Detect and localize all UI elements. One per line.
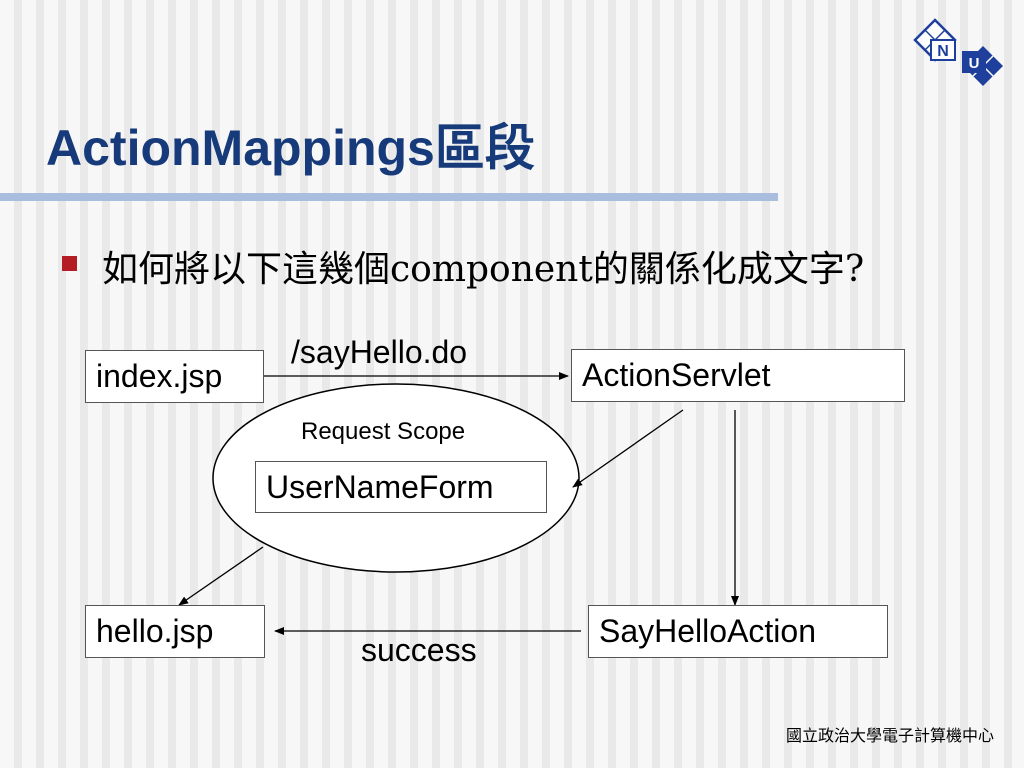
arrow-servlet-to-form [572, 409, 684, 488]
request-scope-label: Request Scope [301, 418, 466, 445]
title-underline [0, 193, 778, 201]
node-say-hello-action: SayHelloAction [588, 605, 888, 658]
footer-institution: 國立政治大學電子計算機中心 [785, 726, 994, 745]
node-index-jsp: index.jsp [85, 350, 264, 403]
edge-label-request: /sayHello.do [291, 334, 468, 370]
slide-title: ActionMappings區段 [46, 120, 535, 176]
logo-n-box [930, 39, 956, 61]
bullet-square-icon [62, 256, 77, 271]
arrow-scope-to-hello [178, 546, 264, 606]
node-action-servlet: ActionServlet [571, 349, 905, 402]
edge-label-success: success [361, 632, 477, 668]
logo-letter-n: N [937, 43, 949, 60]
bullet-text: 如何將以下這幾個component的關係化成文字? [102, 249, 865, 290]
node-user-name-form: UserNameForm [255, 461, 547, 513]
logo-letter-u: U [969, 55, 980, 72]
logo-u-box [962, 51, 986, 73]
university-logo: N U [913, 18, 1003, 86]
node-hello-jsp: hello.jsp [85, 605, 265, 658]
